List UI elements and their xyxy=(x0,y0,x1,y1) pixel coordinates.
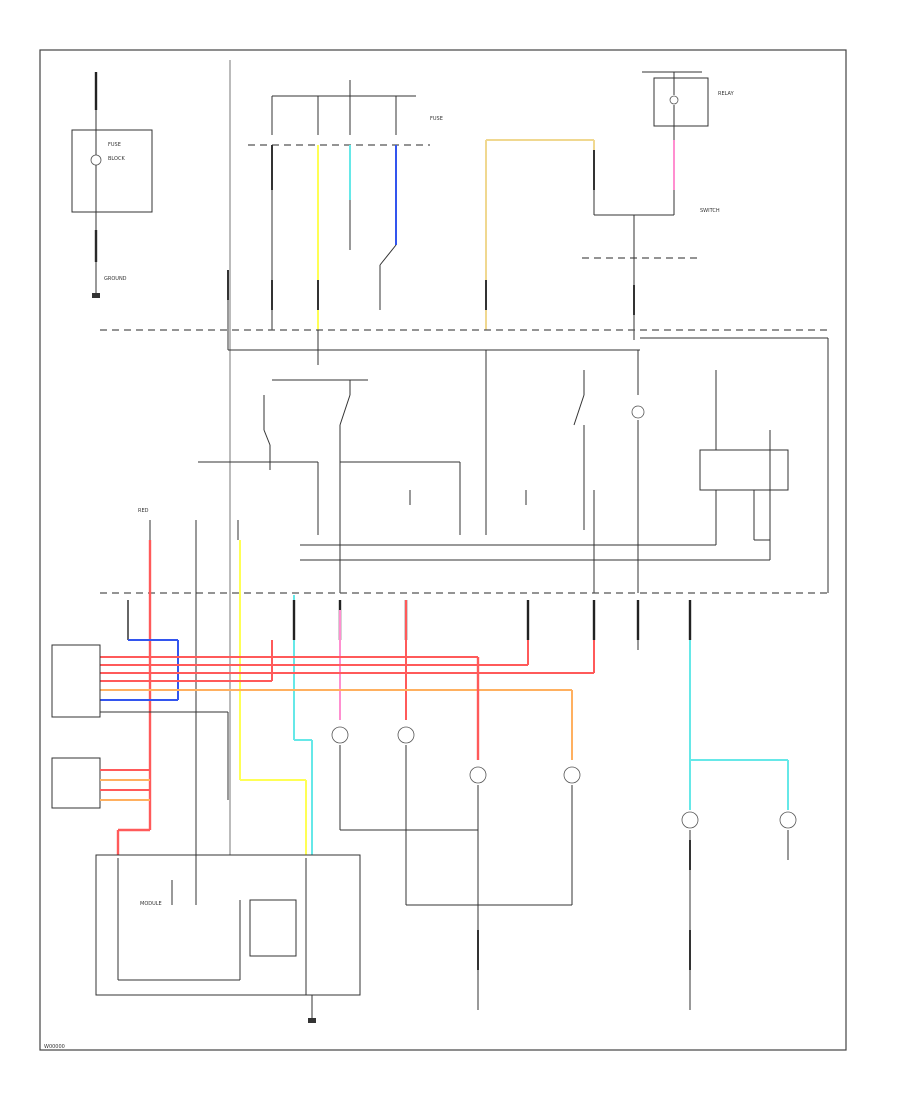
svg-text:BLOCK: BLOCK xyxy=(108,156,125,162)
diagram-code: W00000 xyxy=(44,1044,65,1050)
svg-text:FUSE: FUSE xyxy=(430,116,443,122)
tan-wire xyxy=(485,139,595,330)
ground-terminals xyxy=(477,640,691,1010)
top-left-fuse-block: FUSE BLOCK GROUND xyxy=(71,72,153,298)
svg-text:RELAY: RELAY xyxy=(718,91,735,97)
lower-left-connector xyxy=(51,757,150,809)
diagram-frame xyxy=(39,49,847,1051)
middle-bus-lines xyxy=(198,350,770,593)
bottom-left-module: MODULE xyxy=(95,850,361,1023)
lamp-symbols xyxy=(331,726,797,1000)
middle-switches xyxy=(263,350,789,593)
svg-text:GROUND: GROUND xyxy=(104,276,127,282)
top-right-relay: RELAY SWITCH xyxy=(582,71,735,340)
svg-text:FUSE: FUSE xyxy=(108,142,121,148)
colored-harness-bundle xyxy=(51,639,595,800)
svg-text:RED: RED xyxy=(138,508,149,514)
svg-text:MODULE: MODULE xyxy=(140,901,162,907)
top-center-fuse-column: FUSE xyxy=(248,80,443,146)
right-lamp-circuit xyxy=(689,640,789,1000)
left-connector-group: RED xyxy=(127,508,239,850)
top-center-wires xyxy=(227,145,397,330)
svg-text:SWITCH: SWITCH xyxy=(700,208,720,214)
bus-connectors xyxy=(292,600,692,640)
